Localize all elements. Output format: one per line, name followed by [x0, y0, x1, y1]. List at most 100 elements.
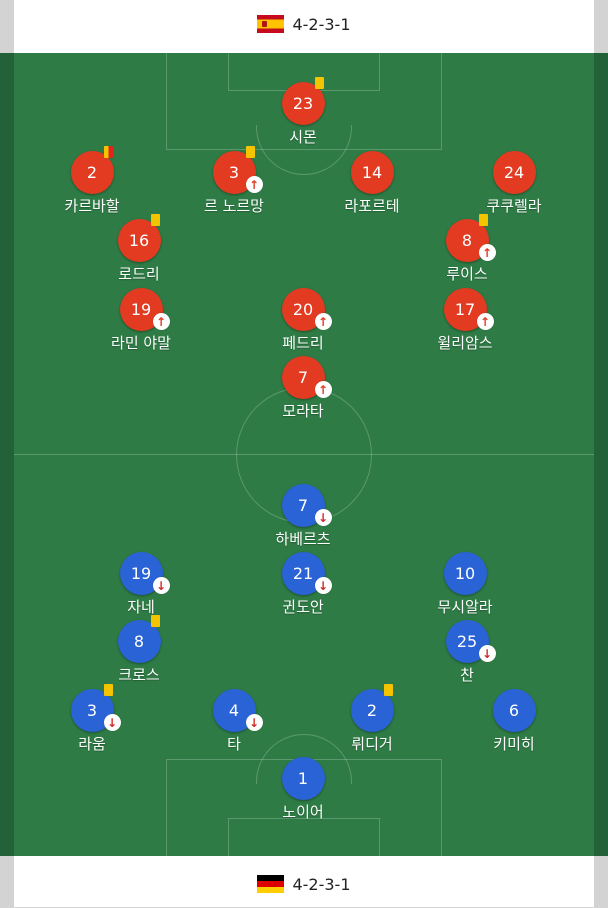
home-player[interactable]: 19↑ 라민 야말: [71, 288, 211, 353]
player-name: 모라타: [282, 402, 324, 420]
player-number: 4: [228, 701, 240, 720]
player-name: 루이스: [446, 265, 488, 283]
away-player[interactable]: 1 노이어: [233, 757, 373, 822]
player-number: 25: [456, 632, 478, 651]
player-number-badge: 7↓: [281, 484, 332, 527]
player-number-badge: 4↓: [212, 689, 263, 732]
player-number-badge: 2: [350, 684, 394, 732]
player-number: 24: [503, 163, 525, 182]
away-player[interactable]: 2 뤼디거: [302, 684, 442, 754]
away-player[interactable]: 19↓ 자네: [71, 552, 211, 617]
player-name: 자네: [127, 598, 155, 616]
player-number: 7: [297, 368, 309, 387]
player-number-badge: 19↑: [119, 288, 170, 331]
away-team-header: 4-2-3-1: [14, 860, 594, 908]
player-name: 귄도안: [282, 598, 324, 616]
substituted-in-icon: ↑: [152, 313, 170, 330]
player-number: 3: [228, 163, 240, 182]
player-name: 노이어: [282, 803, 324, 821]
yellow-card-icon: [245, 146, 255, 158]
player-name: 무시알라: [437, 598, 493, 616]
player-number-badge: 24: [492, 151, 536, 194]
germany-flag-icon: [257, 875, 285, 893]
player-number: 17: [454, 300, 476, 319]
substituted-out-icon: ↓: [314, 509, 332, 526]
player-number: 19: [130, 300, 152, 319]
player-number-badge: 2: [70, 146, 114, 194]
player-name: 라포르테: [344, 197, 400, 215]
home-player[interactable]: 7↑모라타: [233, 356, 373, 421]
home-player[interactable]: 2 카르바할: [22, 146, 162, 216]
player-name: 쿠쿠렐라: [486, 197, 542, 215]
player-number-badge: 8↑: [445, 214, 496, 262]
home-player[interactable]: 17↑ 윌리암스: [395, 288, 535, 353]
player-name: 크로스: [118, 666, 160, 684]
player-number: 20: [292, 300, 314, 319]
home-player[interactable]: 8↑루이스: [397, 214, 537, 284]
home-team-header: 4-2-3-1: [14, 0, 594, 48]
home-player[interactable]: 3↑르 노르망: [164, 146, 304, 216]
home-player[interactable]: 24 쿠쿠렐라: [444, 151, 584, 216]
yellow-card-icon: [383, 684, 393, 696]
substituted-in-icon: ↑: [314, 313, 332, 330]
player-number-badge: 25↓: [445, 620, 496, 663]
substituted-out-icon: ↓: [314, 577, 332, 594]
substituted-in-icon: ↑: [314, 381, 332, 398]
player-number-badge: 23: [281, 77, 325, 125]
player-number-badge: 14: [350, 151, 394, 194]
player-number-badge: 19↓: [119, 552, 170, 595]
player-name: 찬: [460, 666, 474, 684]
substituted-out-icon: ↓: [103, 714, 121, 731]
player-number-badge: 17↑: [443, 288, 494, 331]
substituted-in-icon: ↑: [476, 313, 494, 330]
player-number: 2: [86, 163, 98, 182]
player-number-badge: 20↑: [281, 288, 332, 331]
yellow-card-icon: [150, 214, 160, 226]
player-name: 시몬: [289, 128, 317, 146]
player-number-badge: 16: [117, 214, 161, 262]
player-number-badge: 3↓: [70, 684, 121, 732]
yellow-card-icon: [103, 684, 113, 696]
player-name: 페드리: [282, 334, 324, 352]
player-number-badge: 1: [281, 757, 325, 800]
substituted-in-icon: ↑: [245, 176, 263, 193]
player-number: 7: [297, 496, 309, 515]
home-player[interactable]: 20↑ 페드리: [233, 288, 373, 353]
player-number-badge: 21↓: [281, 552, 332, 595]
away-player[interactable]: 3↓라움: [22, 684, 162, 754]
substituted-in-icon: ↑: [478, 244, 496, 261]
player-number-badge: 3↑: [212, 146, 263, 194]
home-player[interactable]: 14 라포르테: [302, 151, 442, 216]
player-name: 윌리암스: [437, 334, 493, 352]
player-name: 라민 야말: [111, 334, 171, 352]
substituted-out-icon: ↓: [152, 577, 170, 594]
player-name: 카르바할: [64, 197, 120, 215]
away-player[interactable]: 21↓ 귄도안: [233, 552, 373, 617]
player-number: 14: [361, 163, 383, 182]
player-number: 19: [130, 564, 152, 583]
player-name: 르 노르망: [204, 197, 264, 215]
away-player[interactable]: 25↓ 찬: [397, 620, 537, 685]
substituted-out-icon: ↓: [245, 714, 263, 731]
away-player[interactable]: 7↓하베르츠: [233, 484, 373, 549]
player-number: 23: [292, 94, 314, 113]
yellow-card-icon: [314, 77, 324, 89]
away-player[interactable]: 4↓타: [164, 689, 304, 754]
player-name: 라움: [78, 735, 106, 753]
player-number: 1: [297, 769, 309, 788]
home-player[interactable]: 23 시몬: [233, 77, 373, 147]
player-name: 하베르츠: [275, 530, 331, 548]
away-formation: 4-2-3-1: [292, 874, 351, 894]
player-number: 8: [461, 231, 473, 250]
player-number: 3: [86, 701, 98, 720]
yellow-card-icon: [478, 214, 488, 226]
player-name: 뤼디거: [351, 735, 393, 753]
player-number-badge: 6: [492, 689, 536, 732]
second-yellow-card-icon: [103, 146, 113, 158]
player-number-badge: 7↑: [281, 356, 332, 399]
